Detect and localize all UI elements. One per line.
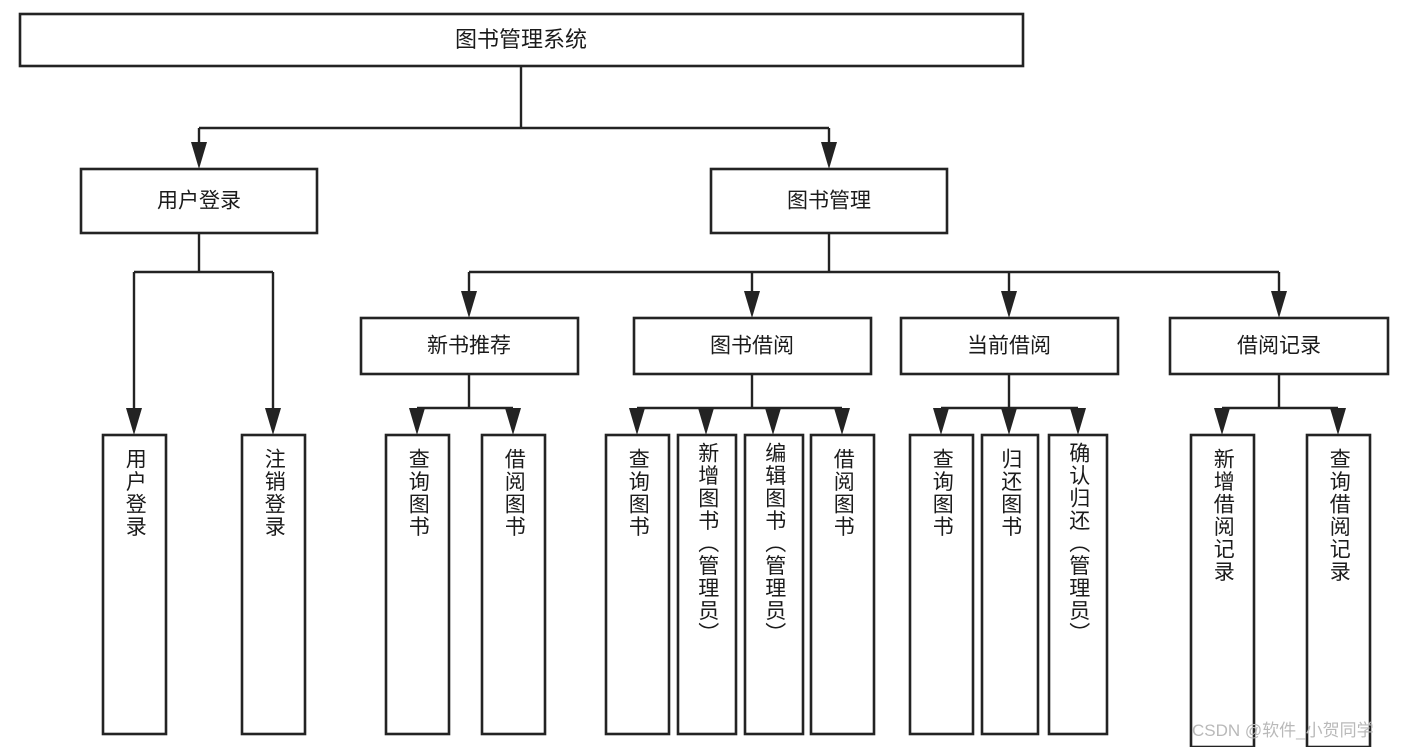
- leaf-box-return-book[interactable]: [980, 433, 1040, 736]
- node-box-current-borrow[interactable]: [899, 316, 1120, 376]
- arrow-head-leaf-logout: [265, 408, 281, 435]
- arrow-head-newbook-leaf1: [409, 408, 425, 435]
- node-label-root: 图书管理系统: [455, 27, 587, 52]
- node-box-new-book-recommend[interactable]: [359, 316, 580, 376]
- leaf-box-query-book-borrow[interactable]: [604, 433, 671, 736]
- node-box-book-borrow[interactable]: [632, 316, 873, 376]
- arrow-head-leaf-user-login: [126, 408, 142, 435]
- node-label-book-management: 图书管理: [787, 190, 871, 213]
- node-box-borrow-record[interactable]: [1168, 316, 1390, 376]
- arrow-head-new-book: [461, 291, 477, 318]
- arrow-head-borrowrecord-leaf2: [1330, 408, 1346, 435]
- node-box-root[interactable]: [18, 12, 1025, 68]
- node-label-current-borrow: 当前借阅: [967, 335, 1051, 358]
- leaf-box-add-book-admin[interactable]: [676, 433, 738, 736]
- leaf-box-borrow-book-newbook[interactable]: [480, 433, 547, 736]
- arrow-head-user-login: [191, 142, 207, 169]
- arrow-head-borrow-book: [744, 291, 760, 318]
- node-box-user-login[interactable]: [79, 167, 319, 235]
- arrow-head-borrowbook-leaf3: [765, 408, 781, 435]
- arrow-head-borrowrecord-leaf1: [1214, 408, 1230, 435]
- leaf-box-edit-book-admin[interactable]: [743, 433, 805, 736]
- node-box-book-management[interactable]: [709, 167, 949, 235]
- arrow-head-currentborrow-leaf3: [1070, 408, 1086, 435]
- arrow-head-currentborrow-leaf2: [1001, 408, 1017, 435]
- leaf-box-confirm-return-admin[interactable]: [1047, 433, 1109, 736]
- arrow-head-current-borrow: [1001, 291, 1017, 318]
- node-label-user-login: 用户登录: [157, 190, 241, 213]
- arrow-head-borrowbook-leaf4: [834, 408, 850, 435]
- arrow-head-currentborrow-leaf1: [933, 408, 949, 435]
- leaf-box-query-borrow-record[interactable]: [1305, 433, 1372, 747]
- leaf-box-add-borrow-record[interactable]: [1189, 433, 1256, 747]
- arrow-head-borrowbook-leaf2: [698, 408, 714, 435]
- leaf-box-borrow-book[interactable]: [809, 433, 876, 736]
- node-label-borrow-record: 借阅记录: [1237, 335, 1321, 358]
- leaf-box-query-book-newbook[interactable]: [384, 433, 451, 736]
- leaf-box-logout[interactable]: [240, 433, 307, 736]
- arrow-head-borrow-record: [1271, 291, 1287, 318]
- arrow-head-newbook-leaf2: [505, 408, 521, 435]
- node-label-new-book-recommend: 新书推荐: [427, 335, 511, 358]
- arrow-head-borrowbook-leaf1: [629, 408, 645, 435]
- leaf-box-user-login[interactable]: [101, 433, 168, 736]
- arrow-head-book-mgmt: [821, 142, 837, 169]
- node-label-book-borrow: 图书借阅: [710, 335, 794, 358]
- leaf-box-query-book-current[interactable]: [908, 433, 975, 736]
